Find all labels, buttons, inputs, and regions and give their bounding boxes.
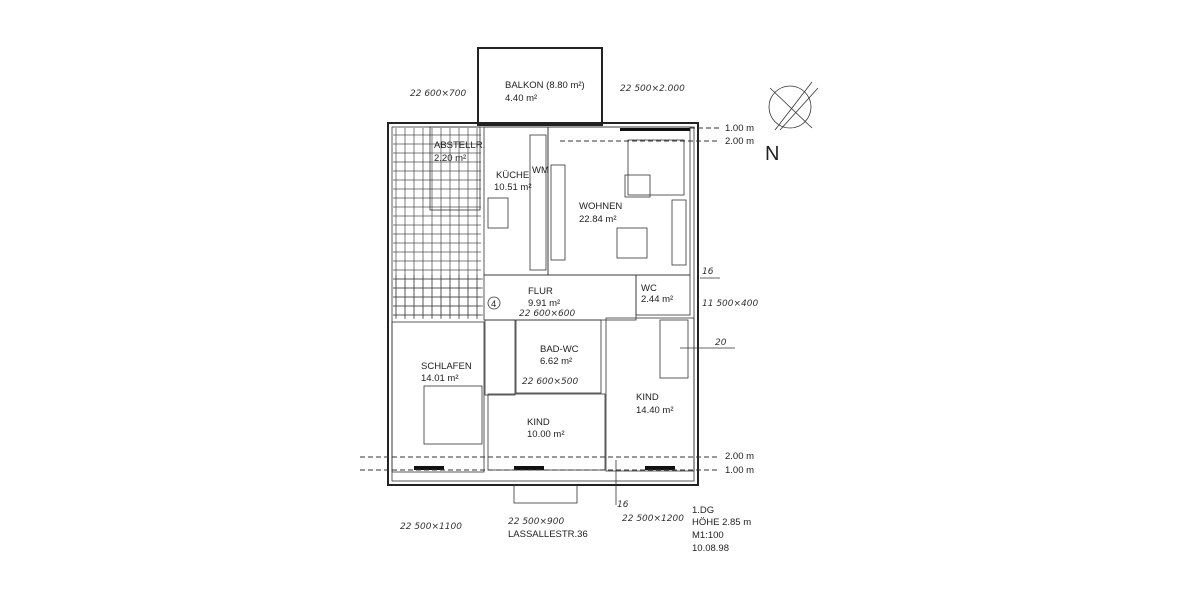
child-bed xyxy=(659,319,689,379)
bad-area: 6.62 m² xyxy=(540,356,572,367)
dimension-top-2: 2.00 m xyxy=(725,136,754,147)
info-scale: M1:100 xyxy=(692,530,724,541)
bathroom xyxy=(515,319,602,394)
window xyxy=(414,466,444,470)
note-wc-window: 11 500×400 xyxy=(702,299,758,309)
note-16-bottom: 16 xyxy=(617,500,629,510)
window xyxy=(514,466,544,470)
abstellraum-area: 2.20 m² xyxy=(434,153,466,164)
kind-small-name: KIND xyxy=(527,417,550,428)
note-balkon-right: 22 500×2.000 xyxy=(620,84,685,94)
north-arrow-icon xyxy=(768,81,819,131)
child-room-large xyxy=(605,317,695,472)
window xyxy=(645,466,675,470)
address: LASSALLESTR.36 xyxy=(508,529,588,540)
info-date: 10.08.98 xyxy=(692,543,729,554)
note-bottom-right: 22 500×1200 xyxy=(622,514,684,524)
washing-machine-label: WM xyxy=(532,165,549,176)
note-bottom-left: 22 500×1100 xyxy=(400,522,462,532)
kind-large-name: KIND xyxy=(636,392,659,403)
wc-name: WC xyxy=(641,283,657,294)
note-balkon-left: 22 600×700 xyxy=(410,89,466,99)
dining-table xyxy=(616,227,648,259)
wohnen-area: 22.84 m² xyxy=(579,214,617,225)
bed xyxy=(423,385,483,445)
note-bad-window: 22 600×500 xyxy=(522,377,578,387)
balkon-area: 4.40 m² xyxy=(505,93,537,104)
cabinet xyxy=(550,164,566,261)
kitchen-room xyxy=(483,126,549,276)
stair-landing xyxy=(393,275,483,319)
note-16-top: 16 xyxy=(702,267,714,277)
bay-outline xyxy=(513,484,578,504)
flur-area: 9.91 m² xyxy=(528,298,560,309)
kind-large-area: 14.40 m² xyxy=(636,405,674,416)
abstellraum-name: ABSTELLR. xyxy=(434,140,485,151)
kind-small-area: 10.00 m² xyxy=(527,429,565,440)
wc-area: 2.44 m² xyxy=(641,294,673,305)
stair-number: 4 xyxy=(491,299,496,310)
hallway-corridor xyxy=(484,319,516,396)
schlafen-name: SCHLAFEN xyxy=(421,361,472,372)
kitchen-counter xyxy=(529,134,547,271)
sofa xyxy=(627,139,685,196)
bad-name: BAD-WC xyxy=(540,344,579,355)
dimension-top-1: 1.00 m xyxy=(725,123,754,134)
note-flur-window: 22 600×600 xyxy=(519,309,575,319)
shelf xyxy=(671,199,687,266)
coffee-table xyxy=(624,174,651,198)
wc-room xyxy=(635,274,691,316)
north-label: N xyxy=(765,143,779,165)
info-floor: 1.DG xyxy=(692,505,714,516)
note-20: 20 xyxy=(715,338,727,348)
info-height: HÖHE 2.85 m xyxy=(692,517,751,528)
balcony-outline xyxy=(477,47,603,126)
kueche-area: 10.51 m² xyxy=(494,182,532,193)
kitchen-table xyxy=(487,197,509,229)
abstellraum-room xyxy=(429,126,481,211)
dimension-bottom-2: 2.00 m xyxy=(725,451,754,462)
wohnen-name: WOHNEN xyxy=(579,201,622,212)
window xyxy=(620,128,690,131)
bedroom xyxy=(391,321,485,473)
balkon-name: BALKON (8.80 m²) xyxy=(505,80,585,91)
stair-number-circle xyxy=(487,296,501,310)
dimension-bottom-1: 1.00 m xyxy=(725,465,754,476)
flur-name: FLUR xyxy=(528,286,553,297)
note-bottom-mid: 22 500×900 xyxy=(508,517,564,527)
schlafen-area: 14.01 m² xyxy=(421,373,459,384)
kueche-name: KÜCHE xyxy=(496,170,529,181)
